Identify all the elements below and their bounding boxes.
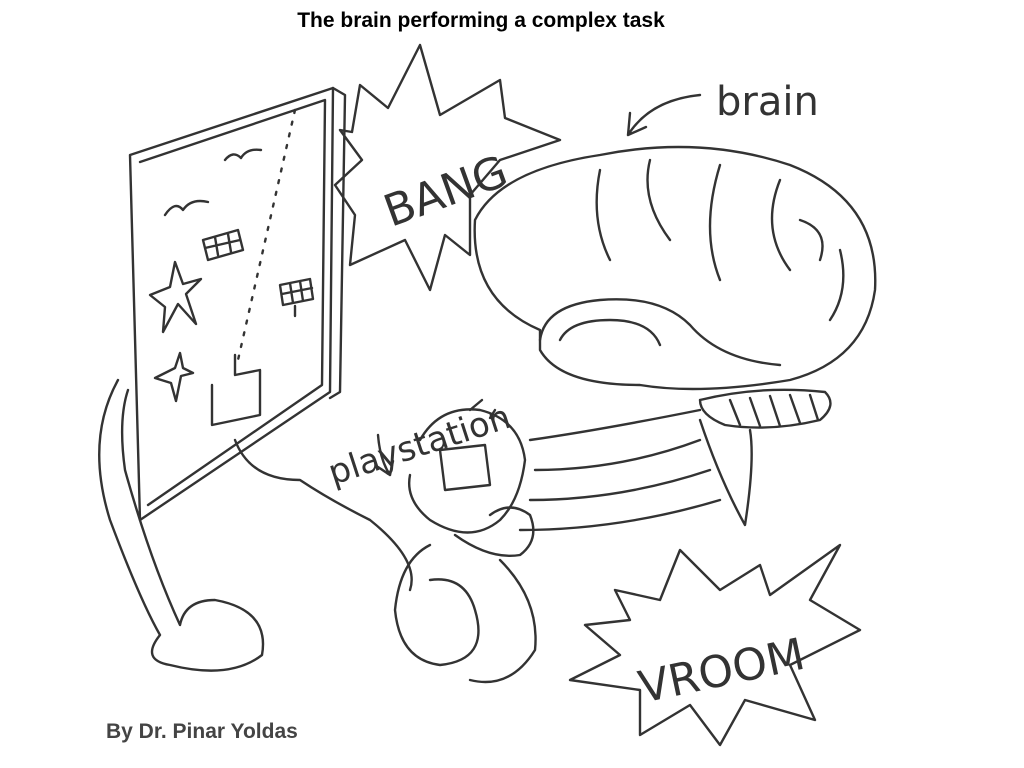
- playstation-label: playstation: [323, 397, 515, 493]
- vroom-label: VROOM: [634, 629, 809, 714]
- brain-label: brain: [716, 79, 819, 125]
- brain-label-group: brain: [626, 79, 819, 137]
- bang-burst: BANG: [333, 43, 562, 292]
- author-credit: By Dr. Pinar Yoldas: [106, 720, 298, 743]
- bang-label: BANG: [377, 146, 514, 237]
- brain-drawing: [473, 145, 877, 527]
- vroom-burst: VROOM: [568, 543, 862, 747]
- player-drawing: playstation: [323, 397, 722, 684]
- monitor-drawing: [98, 86, 413, 672]
- arrow-icon: [626, 93, 702, 137]
- arrow-icon: [376, 433, 395, 477]
- page-title: The brain performing a complex task: [297, 9, 665, 32]
